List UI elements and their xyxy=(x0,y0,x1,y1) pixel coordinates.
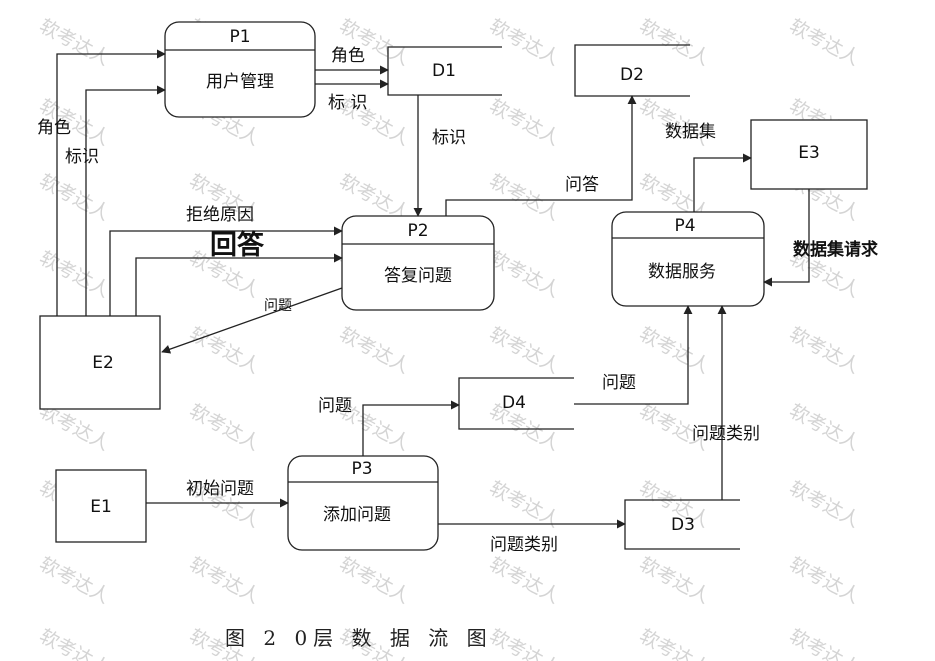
flow-e2-p1-role-label: 角色 xyxy=(37,118,71,138)
flow-d1-p2-id-label: 标识 xyxy=(432,128,466,148)
watermark-text: 软考达人 xyxy=(186,400,263,455)
watermark-text: 软考达人 xyxy=(36,170,113,225)
flow-d3-p4: 问题类别 xyxy=(692,305,760,500)
watermark-text: 软考达人 xyxy=(786,477,863,532)
process-p4-id: P4 xyxy=(674,216,695,236)
watermark-text: 软考达人 xyxy=(486,170,563,225)
watermark-text: 软考达人 xyxy=(36,15,113,70)
flow-d4-p4: 问题 xyxy=(574,305,693,405)
flow-p1-d1: 角色 标 识 xyxy=(315,46,389,113)
process-p3[interactable]: P3 添加问题 xyxy=(287,455,439,551)
entity-e3-label: E3 xyxy=(798,143,820,163)
process-p1-id: P1 xyxy=(229,27,250,47)
store-d3-label: D3 xyxy=(671,515,695,535)
flow-e1-p3-initial-label: 初始问题 xyxy=(186,479,254,499)
flow-p2-d2-qa-label: 问答 xyxy=(565,175,599,195)
flow-d3-p4-category-label: 问题类别 xyxy=(692,424,760,444)
flow-e1-p3: 初始问题 xyxy=(146,479,289,508)
watermark-text: 软考达人 xyxy=(486,553,563,608)
entity-e1[interactable]: E1 xyxy=(55,469,147,543)
watermark-text: 软考达人 xyxy=(486,247,563,302)
watermark-text: 软考达人 xyxy=(336,323,413,378)
watermark-text: 软考达人 xyxy=(636,323,713,378)
flow-p3-d3: 问题类别 xyxy=(438,519,626,555)
entity-e2-label: E2 xyxy=(92,353,114,373)
watermark-text: 软考达人 xyxy=(336,553,413,608)
flow-p1-d1-id-label: 标 识 xyxy=(328,93,367,113)
flow-p3-d3-category-label: 问题类别 xyxy=(490,535,558,555)
flow-p1-d1-role-label: 角色 xyxy=(331,46,365,66)
figure-caption: 图 2 0层 数 据 流 图 xyxy=(225,626,493,650)
watermark-text: 软考达人 xyxy=(486,95,563,150)
watermark-text: 软考达人 xyxy=(786,625,863,661)
flow-e2-p2-reject-label: 拒绝原因 xyxy=(186,205,254,225)
process-p4[interactable]: P4 数据服务 xyxy=(611,211,765,307)
watermark-text: 软考达人 xyxy=(486,323,563,378)
process-p1-name: 用户管理 xyxy=(206,72,274,92)
process-p2[interactable]: P2 答复问题 xyxy=(341,215,495,311)
watermark-text: 软考达人 xyxy=(786,323,863,378)
watermark-text: 软考达人 xyxy=(186,323,263,378)
flow-p3-d4-question-label: 问题 xyxy=(318,396,352,416)
process-p3-name: 添加问题 xyxy=(323,505,391,525)
watermark-text: 软考达人 xyxy=(36,247,113,302)
flow-e2-p2: 拒绝原因 回答 xyxy=(109,205,343,316)
watermark-text: 软考达人 xyxy=(786,553,863,608)
watermark-text: 软考达人 xyxy=(786,400,863,455)
flow-e3-p4-request-label: 数据集请求 xyxy=(793,239,878,260)
process-p2-id: P2 xyxy=(407,221,428,241)
entity-e3[interactable]: E3 xyxy=(750,119,868,190)
flow-d1-p2: 标识 xyxy=(413,95,466,217)
watermark-text: 软考达人 xyxy=(486,15,563,70)
flow-p4-e3-dataset-label: 数据集 xyxy=(665,122,716,142)
watermark-text: 软考达人 xyxy=(636,553,713,608)
flow-p2-e2-question-label: 问题 xyxy=(264,298,292,314)
flow-e2-p1: 角色 标识 xyxy=(37,49,166,316)
store-d4-label: D4 xyxy=(502,393,526,413)
store-d2-label: D2 xyxy=(620,65,644,85)
flow-p3-d4: 问题 xyxy=(318,396,460,456)
watermark-text: 软考达人 xyxy=(36,553,113,608)
flow-d4-p4-question-label: 问题 xyxy=(602,373,636,393)
flow-e2-p2-answer-label: 回答 xyxy=(210,229,265,261)
watermark-text: 软考达人 xyxy=(636,625,713,661)
flow-p2-d2: 问答 xyxy=(445,95,637,216)
flow-e3-p4: 数据集请求 xyxy=(763,189,878,287)
watermark-text: 软考达人 xyxy=(486,625,563,661)
entity-e1-label: E1 xyxy=(90,497,112,517)
watermark-text: 软考达人 xyxy=(36,625,113,661)
process-p4-name: 数据服务 xyxy=(648,262,716,282)
watermark-text: 软考达人 xyxy=(636,15,713,70)
process-p2-name: 答复问题 xyxy=(384,266,452,286)
flow-e2-p1-id-label: 标识 xyxy=(65,147,99,167)
flow-p4-e3: 数据集 xyxy=(665,122,752,212)
watermark-text: 软考达人 xyxy=(786,15,863,70)
watermark-text: 软考达人 xyxy=(186,553,263,608)
entity-e2[interactable]: E2 xyxy=(39,315,161,410)
flow-p2-e2: 问题 xyxy=(161,287,343,354)
process-p3-id: P3 xyxy=(351,459,372,479)
process-p1[interactable]: P1 用户管理 xyxy=(164,21,316,118)
store-d1-label: D1 xyxy=(432,61,456,81)
